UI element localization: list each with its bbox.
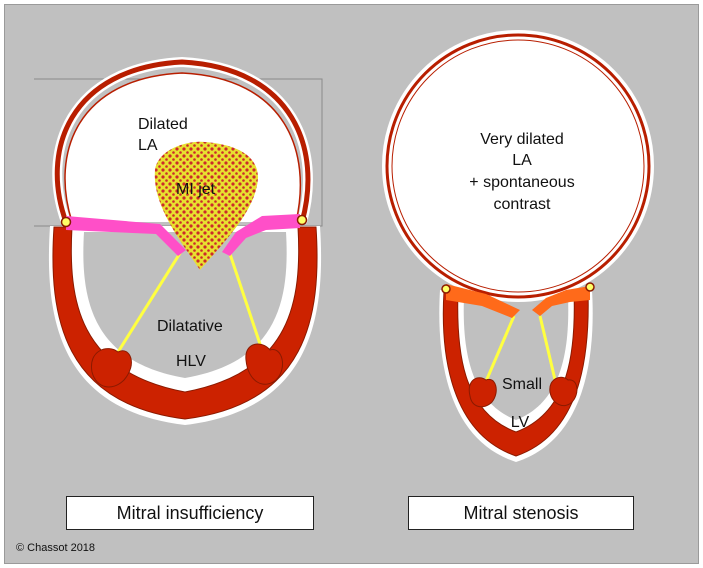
lv-endocardium-ms	[460, 293, 572, 428]
chorda-right	[226, 247, 264, 351]
lv-label-line1: Dilatative	[157, 318, 223, 335]
la-label-line4-ms: contrast	[494, 196, 551, 213]
la-label-line1: Dilated	[138, 116, 188, 133]
papillary-muscle-left	[91, 348, 132, 388]
la-label-line1-ms: Very dilated	[480, 131, 564, 148]
jet-label: MI jet	[176, 181, 216, 198]
la-label-line2: LA	[138, 137, 158, 154]
mitral-insufficiency-diagram: Dilated LA MI jet Dilatative HLV	[48, 56, 322, 425]
lv-label-line2: HLV	[176, 353, 206, 370]
copyright-notice: © Chassot 2018	[16, 542, 96, 554]
papillary-muscle-left-ms	[468, 377, 497, 408]
la-label-line2-ms: LA	[512, 152, 532, 169]
annulus-dot-right	[296, 214, 308, 226]
lv-label-line2-ms: LV	[511, 414, 530, 431]
papillary-muscle-right	[245, 343, 284, 385]
mitral-leaflet-anterior	[66, 216, 186, 256]
mitral-leaflet-posterior	[222, 214, 300, 256]
la-cavity-ms	[391, 39, 645, 293]
papillary-muscle-right-ms	[549, 376, 578, 407]
lv-endocardium	[76, 229, 294, 386]
annulus-dot-right-ms	[585, 282, 595, 292]
mi-jet	[154, 141, 258, 270]
mitral-stenosis-diagram: Very dilated LA + spontaneous contrast S…	[382, 30, 654, 462]
la-label-line3-ms: + spontaneous	[469, 174, 574, 191]
chorda-right-ms	[538, 315, 558, 385]
mitral-leaflet-posterior-ms	[532, 286, 590, 316]
la-wall-ms	[385, 33, 651, 299]
caption-mitral-insufficiency: Mitral insufficiency	[66, 496, 314, 530]
annulus-dot-left-ms	[441, 284, 451, 294]
la-wall	[54, 59, 311, 223]
chorda-left-ms	[482, 315, 516, 387]
mitral-leaflet-anterior-ms	[446, 284, 520, 318]
annulus-dot-left	[60, 216, 72, 228]
lv-label-line1-ms: Small	[502, 376, 542, 393]
caption-mitral-stenosis: Mitral stenosis	[408, 496, 634, 530]
chorda-left	[116, 249, 184, 353]
